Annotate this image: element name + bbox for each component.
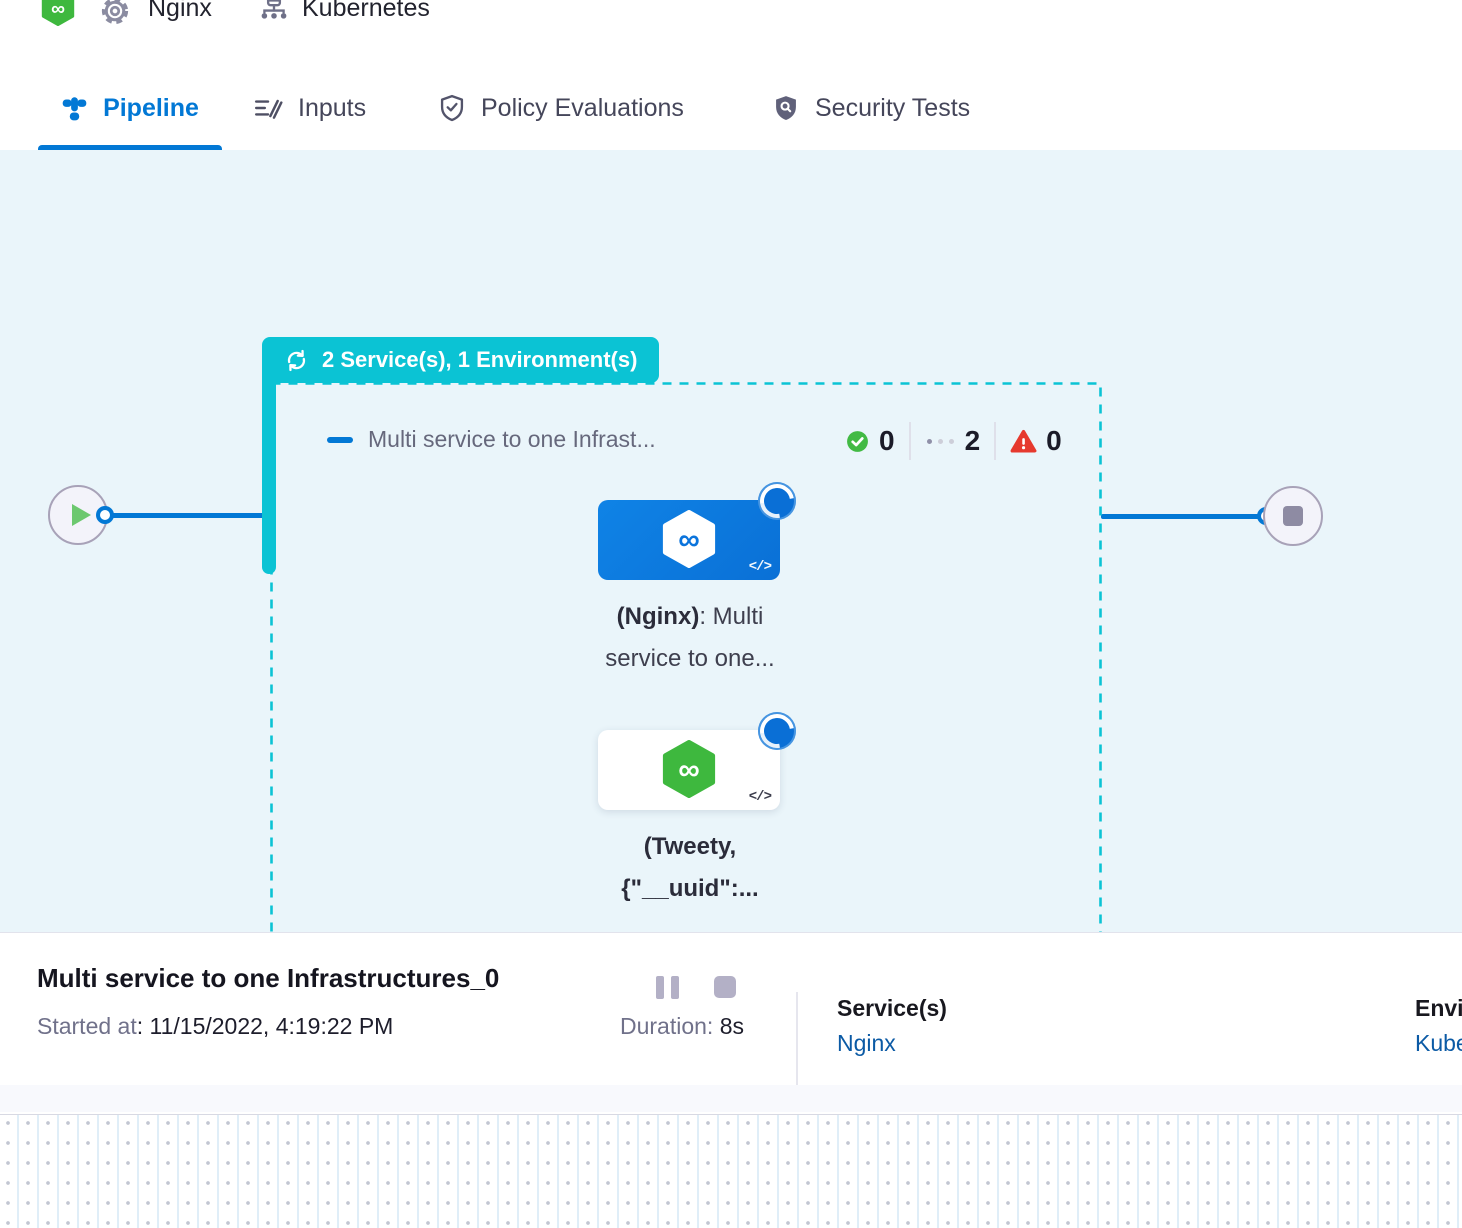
security-shield-icon bbox=[772, 94, 800, 122]
success-count: 0 bbox=[879, 425, 895, 456]
loop-icon bbox=[284, 348, 309, 373]
tab-label: Policy Evaluations bbox=[481, 93, 684, 122]
counts-divider bbox=[908, 422, 911, 460]
running-spinner-icon bbox=[758, 712, 796, 750]
harness-service-icon: ∞ bbox=[660, 510, 718, 568]
abort-button[interactable] bbox=[714, 976, 736, 998]
running-spinner-icon bbox=[758, 482, 796, 520]
footer-divider bbox=[796, 992, 798, 1110]
stage-group-badge[interactable]: 2 Service(s), 1 Environment(s) bbox=[262, 337, 660, 383]
dotted-grid-canvas[interactable] bbox=[0, 1115, 1462, 1228]
services-value-link[interactable]: Nginx bbox=[837, 1030, 896, 1056]
failed-count: 0 bbox=[1046, 425, 1062, 456]
start-node bbox=[48, 485, 108, 545]
tab-pipeline[interactable]: Pipeline bbox=[38, 66, 222, 150]
svg-text:∞: ∞ bbox=[51, 0, 65, 20]
play-icon bbox=[72, 504, 91, 526]
harness-service-icon: ∞ bbox=[660, 740, 718, 798]
svg-text:∞: ∞ bbox=[678, 753, 700, 786]
start-node-port bbox=[96, 506, 114, 524]
execution-tabbar: Pipeline Inputs Poli bbox=[0, 66, 1462, 151]
success-check-icon bbox=[845, 429, 870, 454]
environments-value-link[interactable]: Kubernetes bbox=[1415, 1030, 1462, 1056]
collapse-stage-icon[interactable] bbox=[327, 437, 353, 443]
code-icon: </> bbox=[748, 789, 772, 805]
services-label: Service(s) bbox=[837, 995, 947, 1021]
execution-summary-bar: Multi service to one Infrastructures_0 S… bbox=[0, 932, 1462, 1116]
counts-divider bbox=[994, 422, 997, 460]
tab-security-tests[interactable]: Security Tests bbox=[772, 66, 970, 150]
service-node-nginx[interactable]: ∞ </> bbox=[598, 500, 780, 580]
tab-policy-evaluations[interactable]: Policy Evaluations bbox=[438, 66, 684, 150]
tab-label: Security Tests bbox=[815, 93, 971, 122]
breadcrumb-service-label[interactable]: Nginx bbox=[148, 0, 212, 22]
stage-status-counts: 0 2 0 bbox=[845, 421, 1062, 461]
execution-title: Multi service to one Infrastructures_0 bbox=[37, 963, 500, 993]
tab-inputs[interactable]: Inputs bbox=[253, 66, 366, 150]
edge-start-to-stage bbox=[105, 513, 265, 518]
edge-stage-to-end bbox=[1101, 514, 1262, 519]
end-node bbox=[1263, 486, 1323, 546]
pause-button[interactable] bbox=[656, 976, 679, 999]
breadcrumb-bar: ∞ Nginx Kubernetes bbox=[0, 0, 1462, 67]
stage-badge-label: 2 Service(s), 1 Environment(s) bbox=[322, 347, 638, 372]
code-icon: </> bbox=[748, 559, 772, 575]
gear-icon[interactable] bbox=[100, 0, 130, 26]
harness-logo-icon: ∞ bbox=[40, 0, 76, 26]
tab-label: Inputs bbox=[298, 93, 367, 122]
service-node-nginx-label[interactable]: (Nginx): Multi service to one... bbox=[605, 603, 775, 672]
tab-label: Pipeline bbox=[103, 93, 199, 122]
pipeline-icon bbox=[61, 95, 88, 122]
stage-badge-strip bbox=[262, 380, 276, 574]
breadcrumb-environment-label[interactable]: Kubernetes bbox=[302, 0, 430, 22]
started-at-line: Started at: 11/15/2022, 4:19:22 PM bbox=[37, 1013, 394, 1039]
inputs-icon bbox=[253, 95, 283, 121]
stop-icon bbox=[1283, 506, 1303, 526]
service-node-tweety[interactable]: ∞ </> bbox=[598, 730, 780, 810]
duration-line: Duration: 8s bbox=[620, 1013, 745, 1039]
policy-shield-icon bbox=[438, 94, 466, 122]
pipeline-graph-canvas[interactable]: 2 Service(s), 1 Environment(s) Multi ser… bbox=[0, 150, 1462, 1003]
svg-text:∞: ∞ bbox=[678, 523, 700, 556]
stage-title: Multi service to one Infrast... bbox=[368, 426, 656, 452]
environments-label: Environment(s) bbox=[1415, 995, 1462, 1021]
running-count: 2 bbox=[964, 425, 981, 456]
cluster-icon[interactable] bbox=[258, 0, 290, 26]
running-dots-icon bbox=[926, 438, 954, 444]
footer-bottom-strip bbox=[0, 1085, 1462, 1112]
service-node-tweety-label[interactable]: (Tweety, {"__uuid":... bbox=[621, 833, 759, 902]
failed-warning-icon bbox=[1010, 429, 1037, 454]
active-tab-underline bbox=[38, 145, 222, 150]
